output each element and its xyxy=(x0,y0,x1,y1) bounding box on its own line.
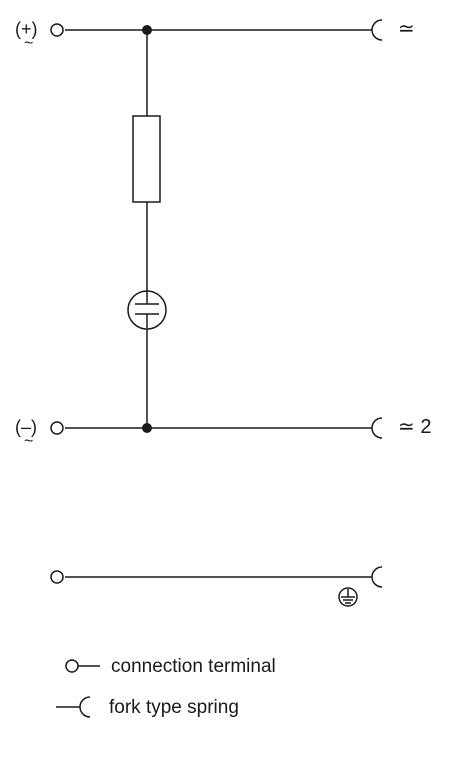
middle-junction xyxy=(142,423,152,433)
resistor xyxy=(132,115,161,203)
top-left-terminal xyxy=(50,23,64,37)
gas-discharge-tube-icon xyxy=(127,290,167,330)
middle-left-terminal xyxy=(50,421,64,435)
minus-terminal-label: (–) xyxy=(15,417,37,437)
bottom-right-fork xyxy=(371,566,383,588)
ground-icon xyxy=(338,587,358,607)
minus-ac-tilde: ~ xyxy=(24,433,34,450)
bottom-left-terminal xyxy=(50,570,64,584)
middle-right-fork xyxy=(371,417,383,439)
legend-terminal-symbol xyxy=(65,659,100,673)
top-right-fork xyxy=(371,19,383,41)
plus-terminal-label: (+) xyxy=(15,19,38,39)
legend-fork-symbol xyxy=(56,696,91,718)
legend-terminal-text: connection terminal xyxy=(111,656,276,677)
legend-fork-text: fork type spring xyxy=(109,697,239,718)
plus-ac-tilde: ~ xyxy=(24,35,34,52)
output-2-label: ≃ 2 xyxy=(398,416,432,438)
output-1-label: ≃ xyxy=(398,18,415,40)
